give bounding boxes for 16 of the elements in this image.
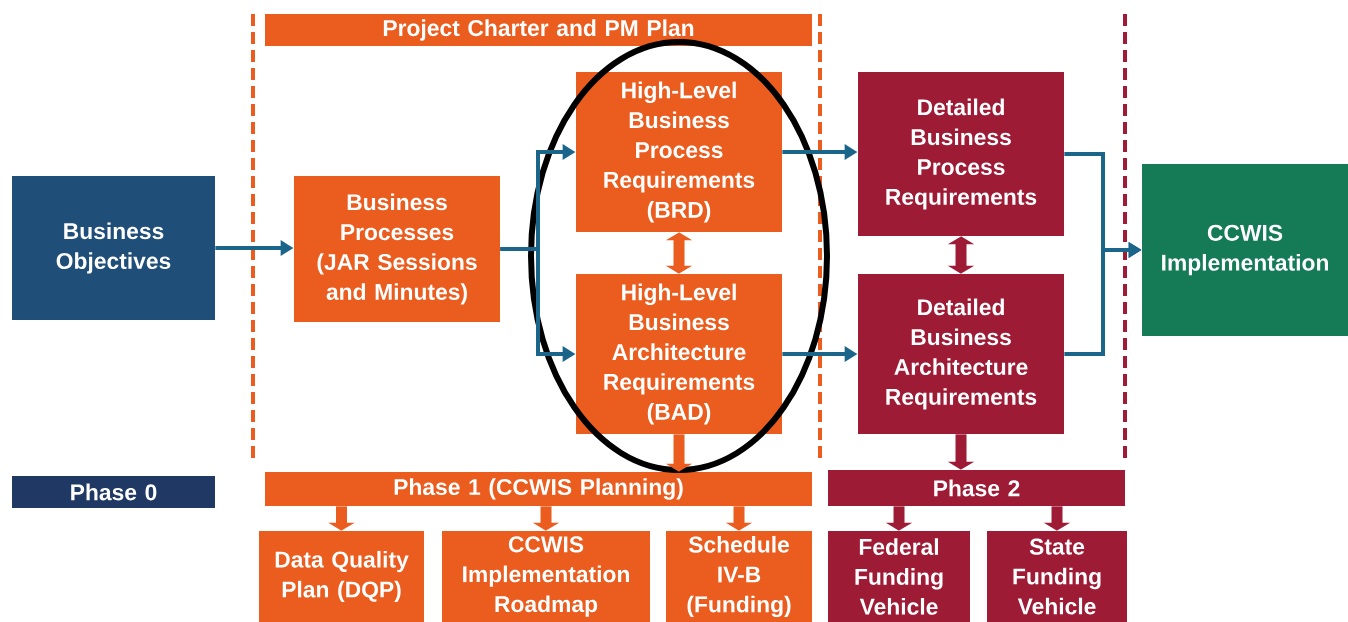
phase-banner: Project Charter and PM Plan	[265, 14, 812, 46]
process-box: Federal Funding Vehicle	[828, 531, 970, 622]
process-box: Detailed Business Process Requirements	[858, 72, 1064, 236]
block-arrow	[947, 236, 975, 274]
process-box: High-Level Business Architecture Requirements (BAD)	[576, 274, 782, 434]
process-box: Detailed Business Architecture Requirements	[858, 274, 1064, 434]
process-box: State Funding Vehicle	[987, 531, 1127, 622]
process-box: CCWIS Implementation	[1142, 164, 1348, 336]
process-box: Data Quality Plan (DQP)	[259, 531, 424, 622]
process-box: Schedule IV-B (Funding)	[666, 531, 812, 622]
process-box: High-Level Business Process Requirements (BRD)	[576, 72, 782, 232]
process-box: Business Objectives	[12, 176, 215, 320]
phase-banner: Phase 0	[12, 476, 215, 508]
process-box: Business Processes (JAR Sessions and Minutes)	[294, 176, 500, 322]
process-box: CCWIS Implementation Roadmap	[442, 531, 650, 622]
block-arrow	[665, 232, 693, 274]
